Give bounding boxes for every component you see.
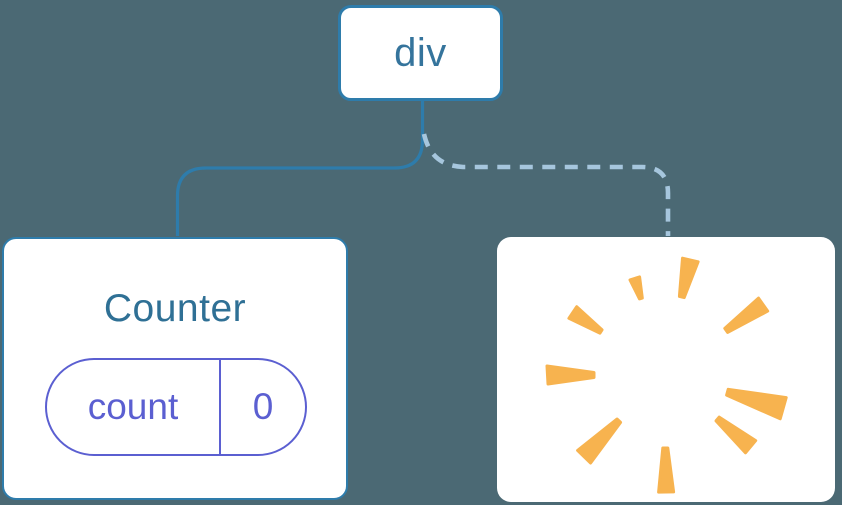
state-value: 0 (252, 386, 274, 427)
connector-dashed (421, 133, 671, 236)
counter-title: Counter (103, 287, 247, 330)
state-key-cell: count (47, 360, 221, 454)
state-pill: count 0 (45, 358, 307, 456)
root-node: div (338, 5, 503, 101)
state-key-label: count (87, 386, 179, 427)
state-value-cell: 0 (221, 360, 305, 454)
removed-card (497, 237, 835, 502)
root-node-label: div (394, 30, 447, 75)
counter-card: Counter count 0 (2, 237, 348, 500)
connector-solid (175, 101, 425, 236)
